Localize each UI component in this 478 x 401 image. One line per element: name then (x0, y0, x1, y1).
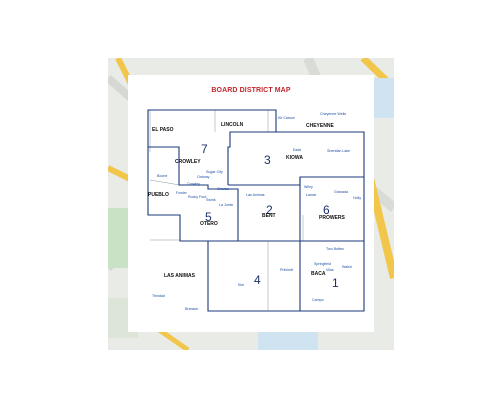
town-eads: Eads (293, 148, 301, 152)
town-cheraw: Cheraw (217, 187, 230, 191)
county-cheyenne: CHEYENNE (306, 123, 334, 129)
town-branson: Branson (185, 307, 198, 311)
county-lincoln: LINCOLN (221, 122, 244, 128)
town-fowler: Fowler (176, 191, 188, 195)
town-sugar-city: Sugar City (206, 170, 223, 174)
county-crowley: CROWLEY (175, 159, 201, 165)
town-walsh: Walsh (342, 265, 352, 269)
county-el-paso: EL PASO (152, 127, 174, 133)
district-number-5: 5 (205, 210, 212, 224)
district-boundaries (147, 109, 365, 312)
town-vilas: Vilas (326, 268, 334, 272)
town-granada: Granada (334, 190, 348, 194)
town-trinidad: Trinidad (152, 294, 165, 298)
county-prowers: PROWERS (319, 215, 346, 221)
town-springfield: Springfield (314, 262, 331, 266)
county-las-animas: LAS ANIMAS (164, 273, 196, 279)
district-number-3: 3 (264, 153, 271, 167)
district-number-7: 7 (201, 142, 208, 156)
county-lines (149, 110, 304, 311)
county-otero: OTERO (200, 221, 218, 227)
town-sheridan-lake: Sheridan Lake (327, 149, 350, 153)
town-cheyenne-wells: Cheyenne Wells (320, 112, 346, 116)
town-kim: Kim (238, 283, 244, 287)
county-bent: BENT (262, 213, 276, 219)
district-number-2: 2 (266, 203, 273, 217)
district-number-4: 4 (254, 273, 261, 287)
town-rocky-ford: Rocky Ford (188, 195, 206, 199)
town-boone: Boone (157, 174, 167, 178)
town-swink: Swink (206, 198, 216, 202)
board-district-map-card: BOARD DISTRICT MAP (128, 75, 374, 332)
county-kiowa: KIOWA (286, 155, 303, 161)
town-ordway: Ordway (197, 175, 210, 179)
town-pritchett: Pritchett (280, 268, 293, 272)
county-baca: BACA (311, 271, 326, 277)
town-la-junta: La Junta (219, 203, 233, 207)
district-map: 7 3 2 6 5 4 1 EL PASO LINCOLN CHEYENNE C… (147, 109, 365, 312)
town-campo: Campo (312, 298, 324, 302)
town-wiley: Wiley (304, 185, 313, 189)
district-number-1: 1 (332, 276, 339, 290)
district-number-6: 6 (323, 203, 330, 217)
county-pueblo: PUEBLO (148, 192, 169, 198)
town-las-animas: Las Animas (246, 193, 265, 197)
town-lamar: Lamar (306, 193, 317, 197)
map-title: BOARD DISTRICT MAP (211, 87, 291, 94)
town-kit-carson: Kit Carson (278, 116, 295, 120)
town-two-buttes: Two Buttes (326, 247, 344, 251)
town-holly: Holly (353, 196, 361, 200)
town-crowley: Crowley (187, 182, 200, 186)
